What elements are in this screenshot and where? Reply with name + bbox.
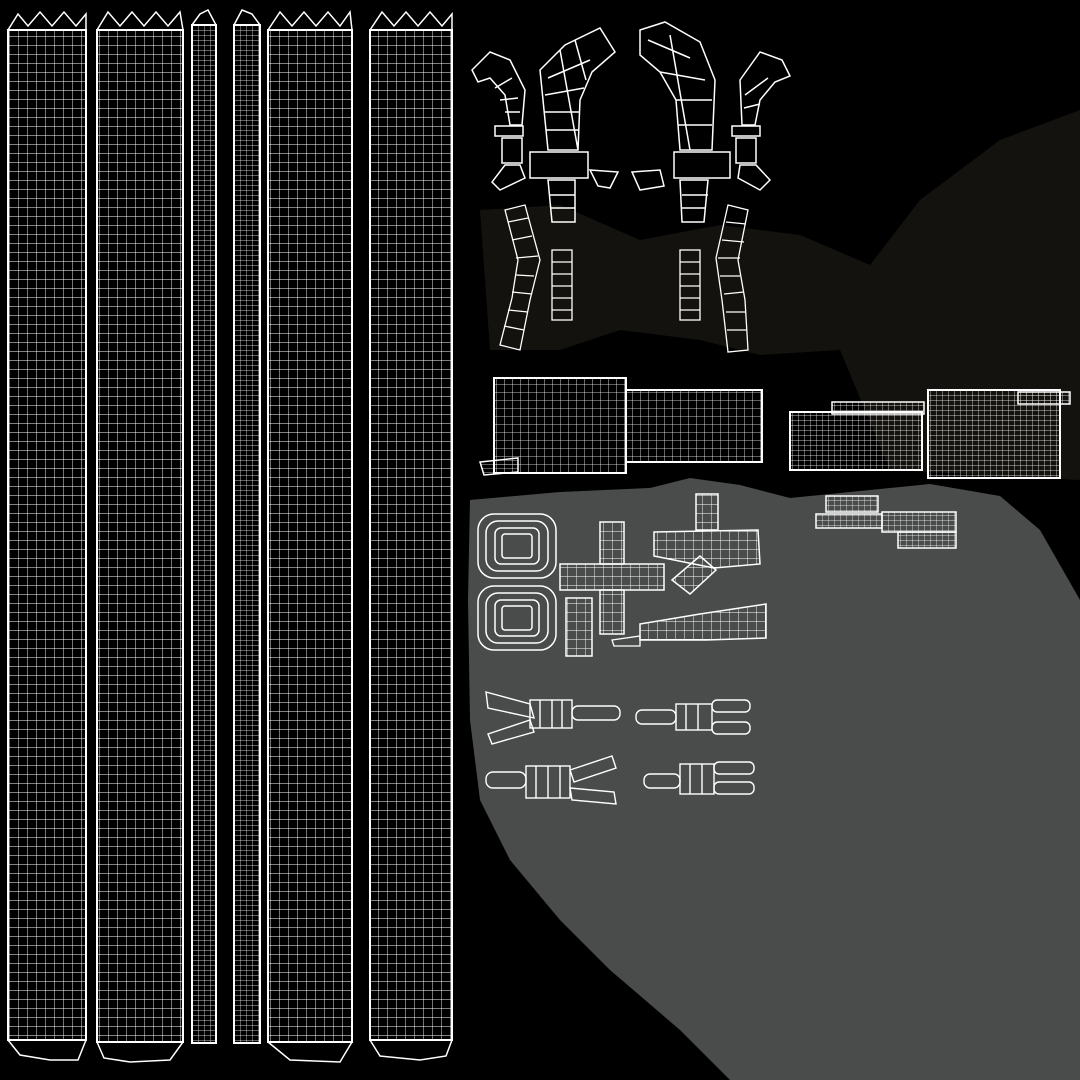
tall-strip-3 <box>267 9 353 1063</box>
curved-part-right-outer <box>731 51 792 191</box>
rounded-square-2 <box>477 585 557 651</box>
bent-tube-3 <box>679 249 701 321</box>
fork-part-4 <box>643 761 755 795</box>
tall-strip-1 <box>7 10 87 1061</box>
bent-tube-2 <box>551 249 573 321</box>
rounded-square-1 <box>477 513 557 579</box>
curved-part-left-inner <box>529 27 620 223</box>
bent-tube-1 <box>499 204 541 351</box>
curved-part-left-outer <box>471 51 526 191</box>
dark-smudge-region <box>480 110 1080 480</box>
curved-part-right-inner <box>630 21 731 223</box>
rect-block-left <box>479 377 763 476</box>
narrow-strip-1 <box>191 9 217 1044</box>
tall-strip-4 <box>369 10 453 1061</box>
tall-strip-2 <box>96 10 184 1063</box>
cross-unwrap <box>559 521 665 657</box>
rect-block-right <box>789 389 1071 479</box>
fork-part-1 <box>485 691 621 745</box>
narrow-strip-2 <box>233 9 261 1044</box>
bent-tube-4 <box>715 204 749 353</box>
fork-part-2 <box>635 699 751 735</box>
bent-arm-part <box>611 493 767 647</box>
fork-part-3 <box>485 755 617 805</box>
small-boxes-cluster <box>815 495 957 549</box>
